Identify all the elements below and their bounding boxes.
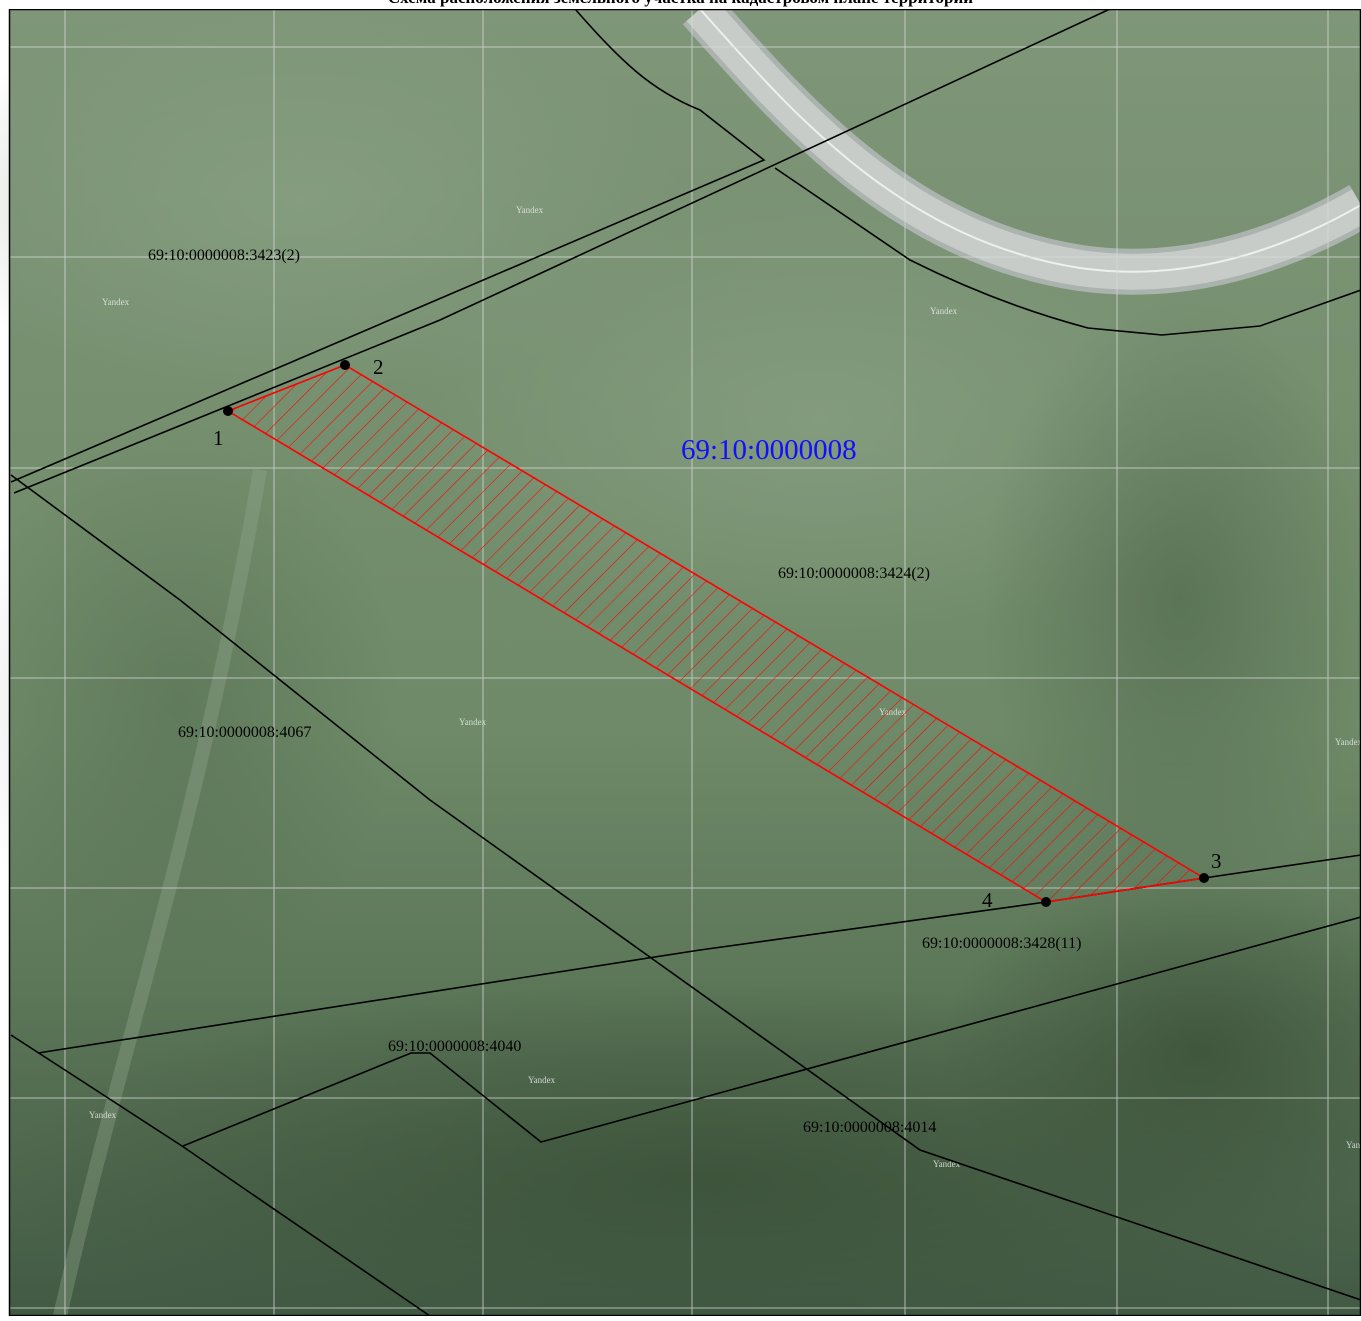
- parcel-label-4014[interactable]: 69:10:0000008:4014: [803, 1119, 936, 1136]
- parcel-boundary-4067: [10, 474, 1361, 1301]
- vertex-1-label: 1: [213, 426, 224, 450]
- yandex-watermark: Yandex: [528, 1075, 556, 1085]
- parcel-label-3423[interactable]: 69:10:0000008:3423(2): [148, 247, 300, 264]
- yandex-watermark: Yandex: [89, 1110, 117, 1120]
- yandex-watermark: Yandex: [930, 306, 958, 316]
- vertex-3-marker[interactable]: [1199, 873, 1209, 883]
- yandex-watermark: Yandex: [933, 1159, 961, 1169]
- parcel-boundary-west: [10, 1034, 431, 1317]
- map-title: Схема расположения земельного участка на…: [0, 0, 1361, 8]
- parcel-label-4067[interactable]: 69:10:0000008:4067: [178, 724, 311, 741]
- parcel-vertices: [223, 360, 1209, 907]
- road-boundary-upper: [10, 8, 766, 483]
- map-title-strip: Схема расположения земельного участка на…: [0, 0, 1361, 9]
- vertex-1-marker[interactable]: [223, 406, 233, 416]
- vertex-3-label: 3: [1211, 849, 1222, 873]
- yandex-watermark: Yandex: [102, 297, 130, 307]
- vertex-4-label: 4: [982, 888, 993, 912]
- parcel-label-3424[interactable]: 69:10:0000008:3424(2): [778, 565, 930, 582]
- parcel-labels: 69:10:0000008:3423(2) 69:10:0000008:3424…: [148, 247, 1081, 1136]
- yandex-watermark: Yandex: [1346, 1140, 1361, 1150]
- parcel-boundary-4014: [182, 916, 1361, 1147]
- parcel-label-4040[interactable]: 69:10:0000008:4040: [388, 1038, 521, 1055]
- yandex-watermark: Yandex: [516, 205, 544, 215]
- parcel-boundary-3424: [774, 167, 1361, 336]
- vertex-2-marker[interactable]: [340, 360, 350, 370]
- vertex-labels: 1 2 3 4: [213, 355, 1222, 912]
- yandex-watermark: Yandex: [459, 717, 487, 727]
- cadastral-quarter-label: 69:10:0000008: [681, 434, 857, 466]
- vertex-2-label: 2: [373, 355, 384, 379]
- vertex-4-marker[interactable]: [1041, 897, 1051, 907]
- yandex-watermark: Yandex: [1335, 737, 1361, 747]
- parcel-label-3428[interactable]: 69:10:0000008:3428(11): [922, 935, 1081, 952]
- road-boundary-lower: [13, 8, 1111, 494]
